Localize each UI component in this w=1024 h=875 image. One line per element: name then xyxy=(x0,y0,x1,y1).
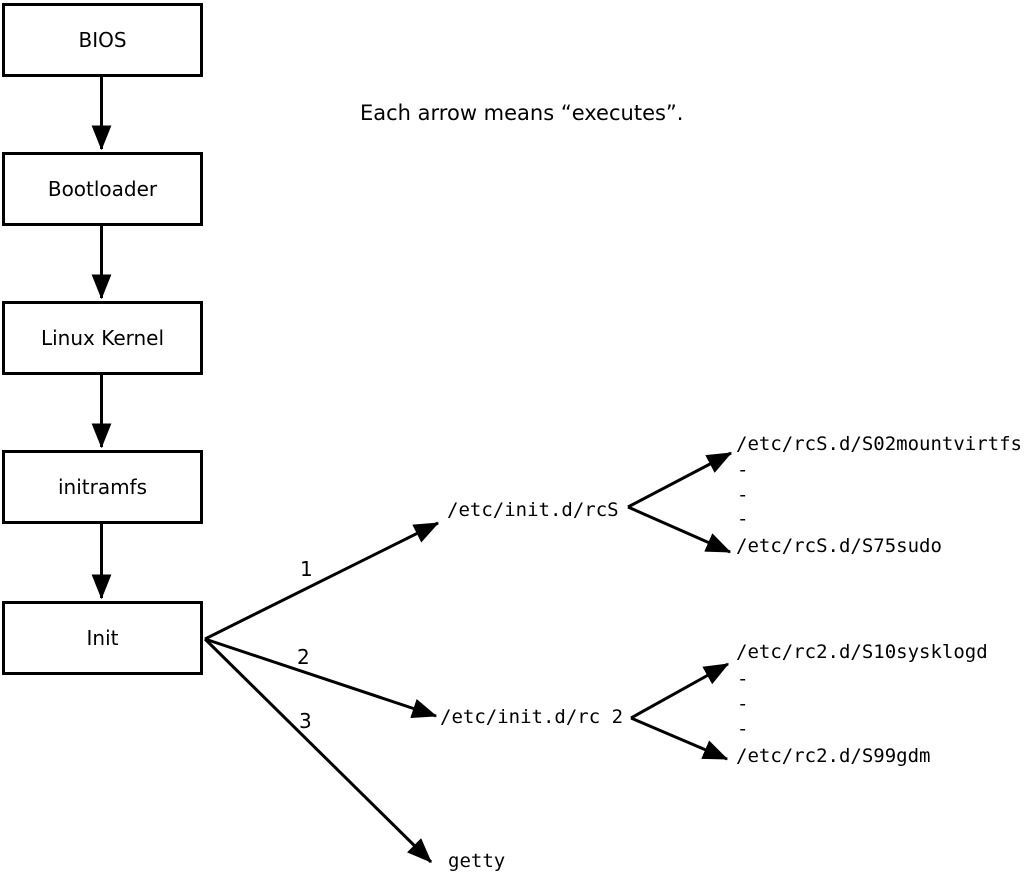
node-label: BIOS xyxy=(78,28,127,52)
path-label-getty: getty xyxy=(448,850,506,872)
node-linux-kernel: Linux Kernel xyxy=(2,301,203,375)
script-label-rc2-last: /etc/rc2.d/S99gdm xyxy=(736,745,931,767)
arrow-init-to-getty xyxy=(203,637,433,864)
arrow-rcs-to-last-script xyxy=(627,505,732,554)
ellipsis-dash: - xyxy=(737,693,749,715)
node-label: Bootloader xyxy=(47,177,158,201)
arrow-rcs-to-first-script xyxy=(627,451,733,509)
node-label: Linux Kernel xyxy=(40,326,165,350)
ellipsis-dash: - xyxy=(737,508,749,530)
ellipsis-dash: - xyxy=(737,668,749,690)
branch-number-2: 2 xyxy=(297,645,310,669)
arrow-rc2-to-first-script xyxy=(630,662,730,720)
arrow-init-to-rc2 xyxy=(204,637,438,718)
node-init: Init xyxy=(2,601,203,675)
path-label-rc2: /etc/init.d/rc 2 xyxy=(440,706,624,728)
script-label-rcs-first: /etc/rcS.d/S02mountvirtfs xyxy=(736,433,1022,455)
legend-note: Each arrow means “executes”. xyxy=(360,101,684,125)
ellipsis-dash: - xyxy=(737,459,749,481)
node-bios: BIOS xyxy=(2,3,203,77)
ellipsis-dash: - xyxy=(737,718,749,740)
script-label-rcs-last: /etc/rcS.d/S75sudo xyxy=(736,535,942,557)
branch-number-3: 3 xyxy=(299,709,312,733)
script-label-rc2-first: /etc/rc2.d/S10sysklogd xyxy=(736,641,988,663)
node-label: initramfs xyxy=(57,475,148,499)
branch-number-1: 1 xyxy=(300,557,313,581)
node-bootloader: Bootloader xyxy=(2,152,203,226)
node-label: Init xyxy=(86,626,119,650)
arrow-rc2-to-last-script xyxy=(630,716,729,761)
node-initramfs: initramfs xyxy=(2,450,203,524)
ellipsis-dash: - xyxy=(737,484,749,506)
path-label-rcs: /etc/init.d/rcS xyxy=(447,499,619,521)
arrow-init-to-rcs xyxy=(204,521,440,641)
